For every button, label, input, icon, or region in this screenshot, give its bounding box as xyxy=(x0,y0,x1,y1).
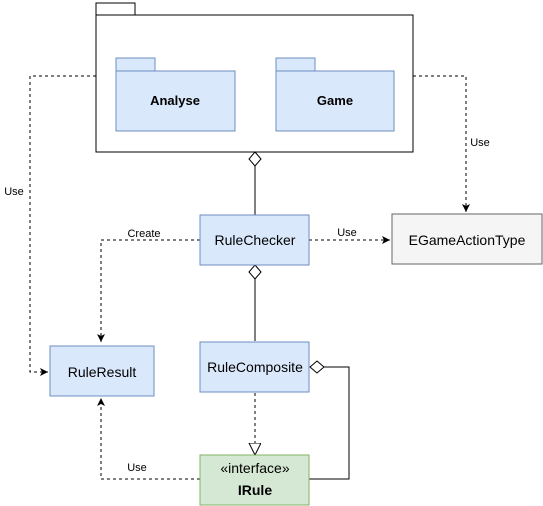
use-edge-checker-egameactiontype: Use xyxy=(309,227,390,244)
irule-name: IRule xyxy=(238,482,272,498)
use-edge-package-egameactiontype: Use xyxy=(413,75,490,212)
use-irule-label: Use xyxy=(127,462,147,474)
game-package-label: Game xyxy=(317,93,353,108)
aggregation-package-rulechecker xyxy=(248,151,262,215)
use-checker-label: Use xyxy=(337,227,357,239)
egameactiontype-label: EGameActionType xyxy=(409,232,526,248)
use-left-label: Use xyxy=(4,186,24,198)
use-right-label: Use xyxy=(470,137,490,149)
create-edge: Create xyxy=(97,228,200,342)
analyse-package-label: Analyse xyxy=(150,93,200,108)
egameactiontype-class[interactable]: EGameActionType xyxy=(391,213,543,265)
game-package[interactable]: Game xyxy=(275,57,395,132)
rulecomposite-label: RuleComposite xyxy=(207,359,303,375)
rulechecker-class[interactable]: RuleChecker xyxy=(199,214,310,266)
ruleresult-label: RuleResult xyxy=(68,364,137,380)
use-edge-irule-ruleresult: Use xyxy=(97,398,200,480)
analyse-package[interactable]: Analyse xyxy=(115,57,236,132)
use-edge-package-ruleresult: Use xyxy=(4,75,96,376)
irule-interface[interactable]: «interface» IRule xyxy=(199,454,310,506)
aggregation-checker-composite xyxy=(248,264,262,341)
aggregation-composite-irule xyxy=(309,360,350,480)
irule-stereotype: «interface» xyxy=(220,460,289,476)
rulechecker-label: RuleChecker xyxy=(215,232,296,248)
rulecomposite-class[interactable]: RuleComposite xyxy=(199,341,310,393)
ruleresult-class[interactable]: RuleResult xyxy=(49,345,155,397)
create-label: Create xyxy=(127,228,160,240)
